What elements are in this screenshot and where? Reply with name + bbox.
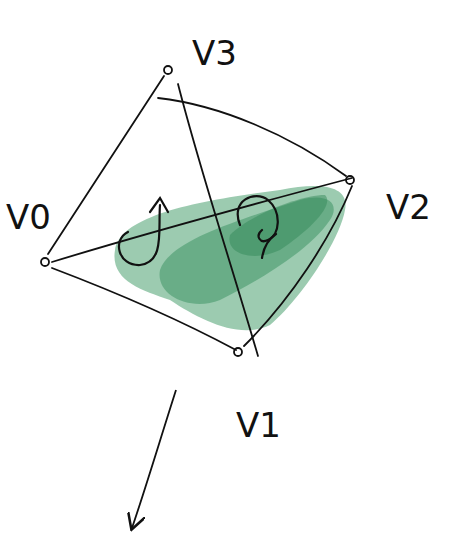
vertex-dot [164,66,172,74]
vertex-dot [346,176,354,184]
green-blob [229,195,327,256]
vertex-label: V3 [192,36,237,70]
orientation-arrows [119,196,278,265]
edge-line [178,84,258,356]
tetrahedron-edges [48,76,352,356]
edge-line [244,186,352,346]
edge-line [52,178,352,262]
arrow-head [150,198,168,212]
vertex-label: V0 [6,200,51,234]
edge-line [158,98,346,176]
vertex-dots [41,66,354,356]
vertex-label: V2 [386,190,431,224]
arrow-stroke [262,234,276,258]
vertex-dot [234,348,242,356]
edge-line [52,268,236,350]
edge-line [48,76,164,254]
circular-arrow [119,205,160,265]
down-arrow [132,390,176,528]
vertex-dot [41,258,49,266]
circular-arrow [238,196,278,241]
vertex-label: V1 [236,408,281,442]
